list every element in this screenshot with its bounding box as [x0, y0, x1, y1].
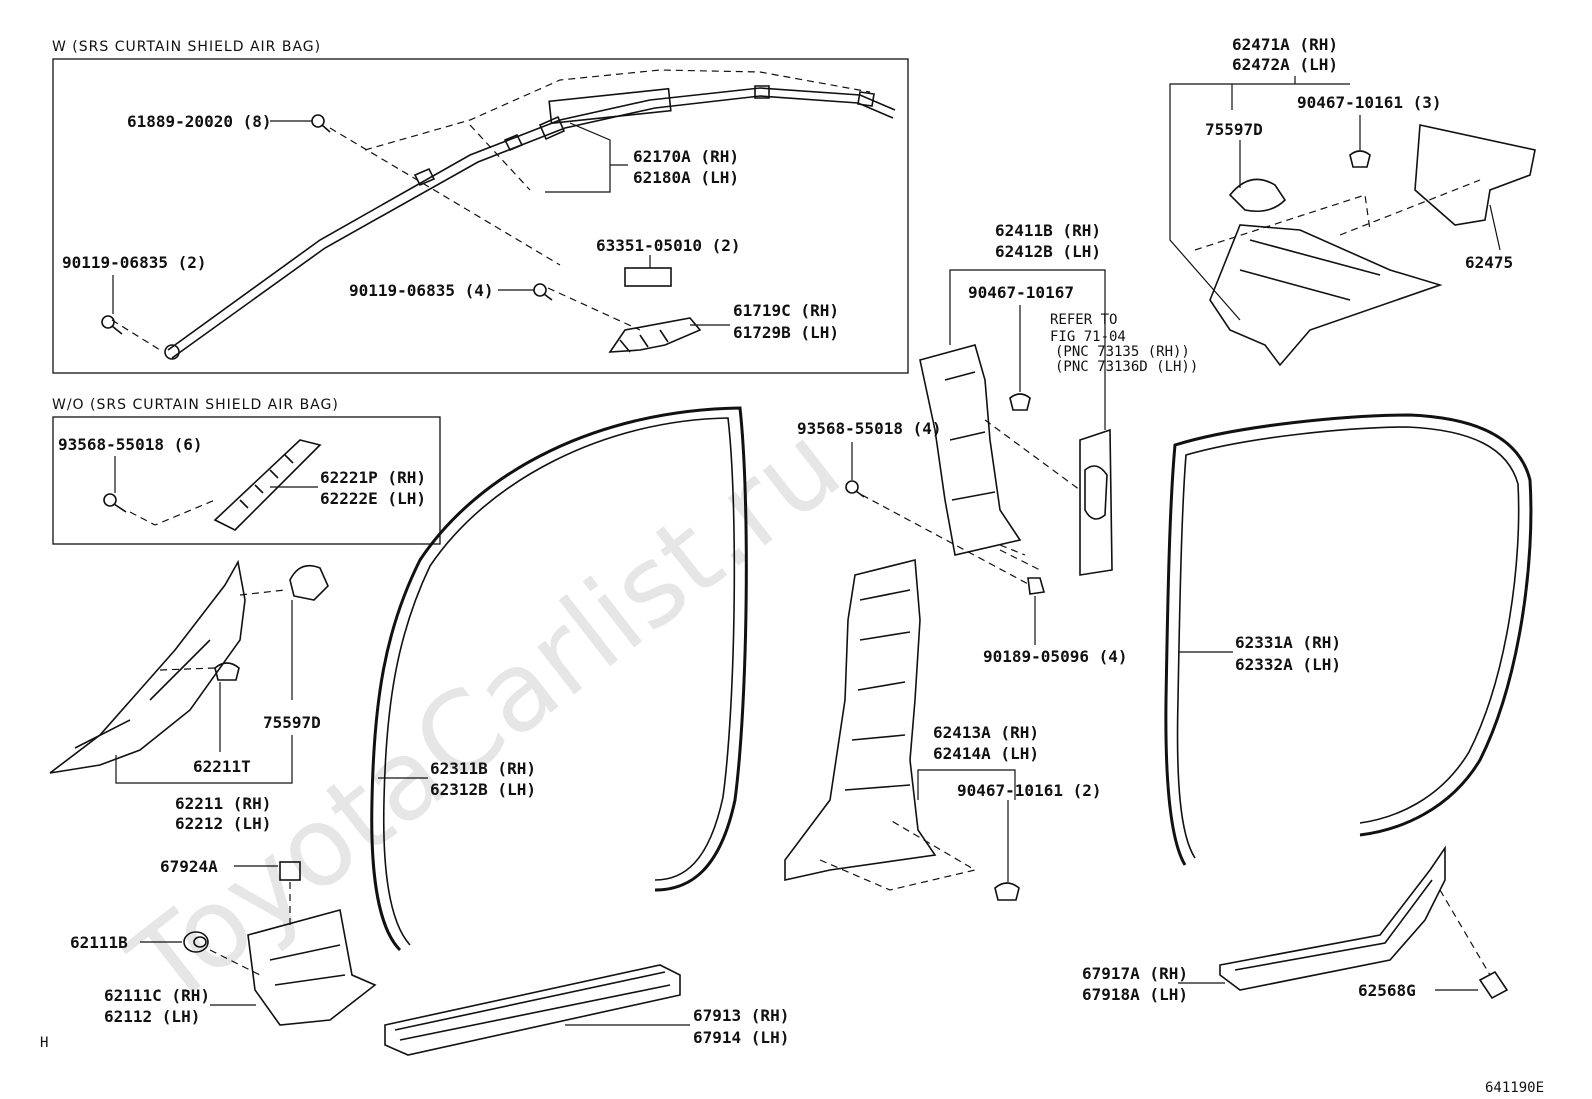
clip-90467-rear-icon: [1349, 150, 1371, 168]
clip-62211t-icon: [214, 662, 240, 681]
clip-90467-top-icon: [1009, 393, 1031, 411]
label-62222e: 62222E (LH): [320, 489, 426, 508]
dash-guide: [1439, 889, 1491, 976]
dash-guide: [861, 494, 1041, 586]
front-pillar-garnish-part: [49, 559, 246, 774]
label-62471a: 62471A (RH): [1232, 35, 1338, 54]
clip-90189-icon: [1027, 577, 1046, 595]
label-62180a: 62180A (LH): [633, 168, 739, 187]
label-62414a: 62414A (LH): [933, 744, 1039, 763]
label-67924a: 67924A: [160, 857, 218, 876]
label-62211: 62211 (RH): [175, 794, 271, 813]
bracket-61719c-part: [608, 317, 702, 353]
label-93568-right: 93568-55018 (4): [797, 419, 942, 438]
rear-door-weatherstrip-inner: [1176, 426, 1520, 859]
refer-line-3: (PNC 73135 (RH)): [1055, 344, 1190, 360]
label-90467-top: 90467-10167: [968, 283, 1074, 302]
refer-line-4: (PNC 73136D (LH)): [1055, 359, 1198, 375]
label-62475: 62475: [1465, 253, 1513, 272]
center-pillar-lower-part: [784, 558, 937, 881]
dash-guide: [111, 124, 641, 351]
label-62332a: 62332A (LH): [1235, 655, 1341, 674]
clip-75597d-left-icon: [289, 564, 329, 601]
without-airbag-box: [52, 416, 441, 545]
center-pillar-upper-part: [919, 344, 1022, 556]
label-62472a: 62472A (LH): [1232, 55, 1338, 74]
front-scuff-plate-part: [384, 964, 681, 1056]
with-airbag-box: [52, 58, 909, 374]
front-door-weatherstrip-inner: [382, 417, 736, 946]
clip-75597d-right-icon: [1228, 178, 1287, 213]
figure-code: 641190E: [1485, 1080, 1544, 1096]
label-62111c: 62111C (RH): [104, 986, 210, 1005]
label-90189: 90189-05096 (4): [983, 647, 1128, 666]
dash-guide: [364, 69, 871, 151]
bolt-61889-icon: [311, 114, 331, 133]
label-62211t: 62211T: [193, 757, 251, 776]
label-67913: 67913 (RH): [693, 1006, 789, 1025]
pad-63351-part: [624, 267, 672, 287]
rear-door-weatherstrip-part: [1164, 413, 1533, 866]
rear-trim-62475-part: [1414, 124, 1536, 226]
seatbelt-panel-part: [1079, 428, 1113, 576]
label-62412b: 62412B (LH): [995, 242, 1101, 261]
kick-panel-62111c-part: [247, 909, 377, 1026]
label-62568g: 62568G: [1358, 981, 1416, 1000]
label-62170a: 62170A (RH): [633, 147, 739, 166]
dash-guide: [129, 499, 216, 526]
label-62112: 62112 (LH): [104, 1007, 200, 1026]
rear-scuff-plate-part: [1219, 845, 1446, 991]
label-75597d-right: 75597D: [1205, 120, 1263, 139]
clip-62221p-part: [213, 439, 322, 531]
bolt-93568-left-icon: [103, 493, 127, 513]
refer-line-2: FIG 71-04: [1050, 329, 1126, 345]
label-90467-rear: 90467-10161 (3): [1297, 93, 1442, 112]
refer-line-1: REFER TO: [1050, 312, 1117, 328]
label-75597d-left: 75597D: [263, 713, 321, 732]
rear-pillar-garnish-part: [1209, 224, 1443, 367]
dash-guide: [819, 819, 977, 891]
label-93568-left: 93568-55018 (6): [58, 435, 203, 454]
label-62411b: 62411B (RH): [995, 221, 1101, 240]
without-airbag-header: W/O (SRS CURTAIN SHIELD AIR BAG): [52, 397, 339, 413]
label-63351: 63351-05010 (2): [596, 236, 741, 255]
label-62111b: 62111B: [70, 933, 128, 952]
label-67914: 67914 (LH): [693, 1028, 789, 1047]
clip-90467-bottom-icon: [994, 882, 1020, 901]
dash-guide: [209, 949, 261, 976]
label-62212: 62212 (LH): [175, 814, 271, 833]
label-67917a: 67917A (RH): [1082, 964, 1188, 983]
dash-guide: [159, 589, 286, 671]
with-airbag-header: W (SRS CURTAIN SHIELD AIR BAG): [52, 39, 321, 55]
label-62311b: 62311B (RH): [430, 759, 536, 778]
label-61889: 61889-20020 (8): [127, 112, 272, 131]
clip-67924a-icon: [279, 861, 301, 881]
grommet-62111b-icon: [183, 931, 209, 953]
label-90119-left: 90119-06835 (2): [62, 253, 207, 272]
label-90119-right: 90119-06835 (4): [349, 281, 494, 300]
label-62312b: 62312B (LH): [430, 780, 536, 799]
label-61719c: 61719C (RH): [733, 301, 839, 320]
label-61729b: 61729B (LH): [733, 323, 839, 342]
curtain-airbag-part: [164, 85, 896, 360]
clip-62568g-icon: [1478, 970, 1509, 1000]
label-62221p: 62221P (RH): [320, 468, 426, 487]
bolt-90119-left-icon: [101, 315, 123, 335]
dash-guide: [1194, 179, 1481, 251]
label-90467-bottom: 90467-10161 (2): [957, 781, 1102, 800]
label-67918a: 67918A (LH): [1082, 985, 1188, 1004]
label-62413a: 62413A (RH): [933, 723, 1039, 742]
front-door-weatherstrip-part: [370, 406, 748, 952]
bolt-90119-right-icon: [533, 283, 553, 301]
dash-guide: [984, 419, 1081, 556]
corner-mark: H: [40, 1035, 48, 1051]
label-62331a: 62331A (RH): [1235, 633, 1341, 652]
